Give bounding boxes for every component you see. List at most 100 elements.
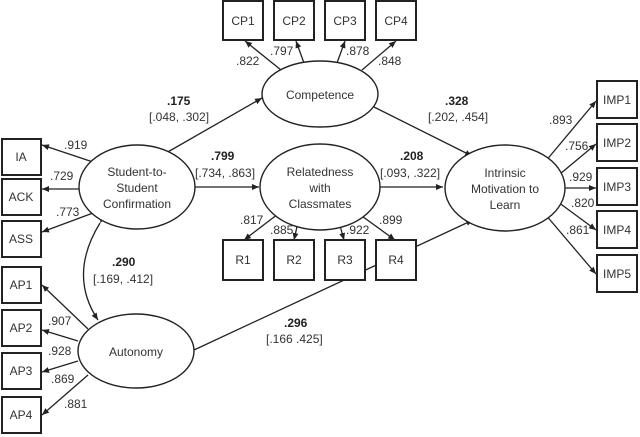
path-ci-confirmation-relatedness: [.734, .863]: [195, 166, 255, 180]
edge-competence-cp2: [295, 40, 305, 64]
loading-ap4: .881: [64, 397, 88, 411]
indicator-label-r1: R1: [235, 253, 251, 267]
loading-imp5: .861: [566, 223, 590, 237]
latent-label-competence: Competence: [286, 88, 354, 102]
latent-label-line: Student-to-: [107, 165, 166, 179]
path-ci-competence-motivation: [.202, .454]: [428, 110, 488, 124]
latent-relatedness: Relatedness with Classmates: [259, 143, 381, 231]
indicator-label-ass: ASS: [9, 232, 33, 246]
relatedness-indicators: R1 R2 R3 R4: [222, 239, 417, 281]
path-coef-covariance: .290: [112, 255, 136, 269]
indicator-label-imp5: IMP5: [603, 267, 631, 281]
edge-confirmation-autonomy-covariance: [82, 215, 107, 321]
latent-label-line: Intrinsic: [484, 166, 525, 180]
indicator-box-imp4: [596, 210, 638, 249]
indicator-label-r3: R3: [337, 253, 353, 267]
latent-label-line: Learn: [490, 198, 521, 212]
loadings: .822 .797 .878 .848 .919 .729 .773 .817 …: [48, 44, 595, 411]
indicator-box-r3: [324, 239, 366, 281]
edge-motivation-imp4: [557, 201, 597, 231]
edge-autonomy-ap4: [41, 374, 89, 416]
confirmation-indicators: IA ACK ASS: [1, 138, 42, 258]
edge-confirmation-ia: [41, 144, 94, 163]
loading-cp2: .797: [270, 44, 294, 58]
indicator-label-imp2: IMP2: [603, 136, 631, 150]
edge-motivation-imp1: [544, 100, 597, 163]
path-ci-covariance: [.169, .412]: [93, 272, 153, 286]
indicator-box-cp2: [273, 0, 315, 41]
indicator-box-r1: [222, 239, 264, 281]
latent-label-line: Motivation to: [471, 182, 539, 196]
edge-competence-cp4: [361, 40, 397, 71]
path-coef-confirmation-competence: .175: [167, 94, 191, 108]
autonomy-indicators: AP1 AP2 AP3 AP4: [1, 266, 42, 434]
loading-cp4: .848: [378, 54, 402, 68]
loading-ack: .729: [50, 169, 74, 183]
indicator-label-imp4: IMP4: [603, 223, 631, 237]
indicator-box-cp4: [375, 0, 417, 41]
latent-label-autonomy: Autonomy: [109, 345, 163, 359]
loading-ap1: .907: [48, 314, 72, 328]
indicator-label-cp4: CP4: [384, 14, 408, 28]
loading-r4: .899: [379, 213, 403, 227]
indicator-box-ass: [1, 220, 42, 258]
competence-indicators: CP1 CP2 CP3 CP4: [222, 0, 417, 41]
loading-cp1: .822: [236, 54, 260, 68]
indicator-box-ap4: [1, 396, 42, 434]
edge-confirmation-competence: [165, 97, 263, 154]
edge-relatedness-r4: [358, 213, 396, 241]
edge-confirmation-ass: [41, 212, 94, 233]
edge-autonomy-ap1: [41, 284, 89, 330]
indicator-label-ap3: AP3: [10, 364, 33, 378]
indicator-box-imp2: [596, 123, 638, 162]
latent-student-confirmation: Student-to- Student Confirmation: [78, 144, 196, 230]
latent-ellipse-student-confirmation: [78, 144, 196, 230]
loading-r3: .922: [346, 223, 370, 237]
edge-competence-cp1: [244, 40, 282, 71]
indicator-box-imp1: [596, 80, 638, 119]
loading-ia: .919: [64, 138, 88, 152]
indicator-label-imp3: IMP3: [603, 180, 631, 194]
indicator-label-r2: R2: [286, 253, 302, 267]
indicator-label-ia: IA: [15, 150, 26, 164]
edge-motivation-imp5: [544, 213, 597, 275]
indicator-box-cp1: [222, 0, 264, 41]
loading-cp3: .878: [346, 44, 370, 58]
latent-label-line: with: [308, 181, 330, 195]
path-ci-confirmation-competence: [.048, .302]: [149, 110, 209, 124]
indicator-box-ap2: [1, 309, 42, 347]
edge-motivation-imp2: [559, 143, 597, 175]
indicator-box-ap1: [1, 266, 42, 304]
indicator-box-r2: [273, 239, 315, 281]
indicator-box-ia: [1, 138, 42, 176]
indicator-box-imp5: [596, 254, 638, 293]
latent-competence: Competence: [261, 60, 379, 128]
loading-ap3: .869: [51, 372, 75, 386]
latent-label-line: Classmates: [289, 197, 352, 211]
path-ci-autonomy-motivation: [.166 .425]: [266, 332, 323, 346]
latent-intrinsic-motivation: Intrinsic Motivation to Learn: [444, 144, 566, 232]
indicator-label-ack: ACK: [9, 190, 34, 204]
edge-competence-cp3: [336, 40, 346, 64]
edge-autonomy-motivation: [193, 219, 474, 351]
indicator-label-cp1: CP1: [231, 14, 255, 28]
path-coef-relatedness-motivation: .208: [400, 149, 424, 163]
indicator-label-r4: R4: [388, 253, 404, 267]
loading-imp1: .893: [549, 113, 573, 127]
latent-ellipse-relatedness: [259, 143, 381, 231]
path-coef-competence-motivation: .328: [445, 94, 469, 108]
edge-competence-motivation: [373, 106, 473, 157]
indicator-box-r4: [375, 239, 417, 281]
loading-r2: .885: [270, 223, 294, 237]
indicator-box-ack: [1, 178, 42, 216]
indicator-box-imp3: [596, 167, 638, 206]
edge-relatedness-r1: [243, 213, 279, 241]
edge-autonomy-ap2: [41, 329, 79, 342]
indicator-label-ap2: AP2: [10, 321, 33, 335]
loading-imp2: .756: [565, 139, 589, 153]
indicator-box-cp3: [324, 0, 366, 41]
path-coefficients: .175 [.048, .302] .799 [.734, .863] .328…: [93, 94, 488, 346]
latent-label-line: Student: [116, 181, 158, 195]
path-ci-relatedness-motivation: [.093, .322]: [380, 166, 440, 180]
